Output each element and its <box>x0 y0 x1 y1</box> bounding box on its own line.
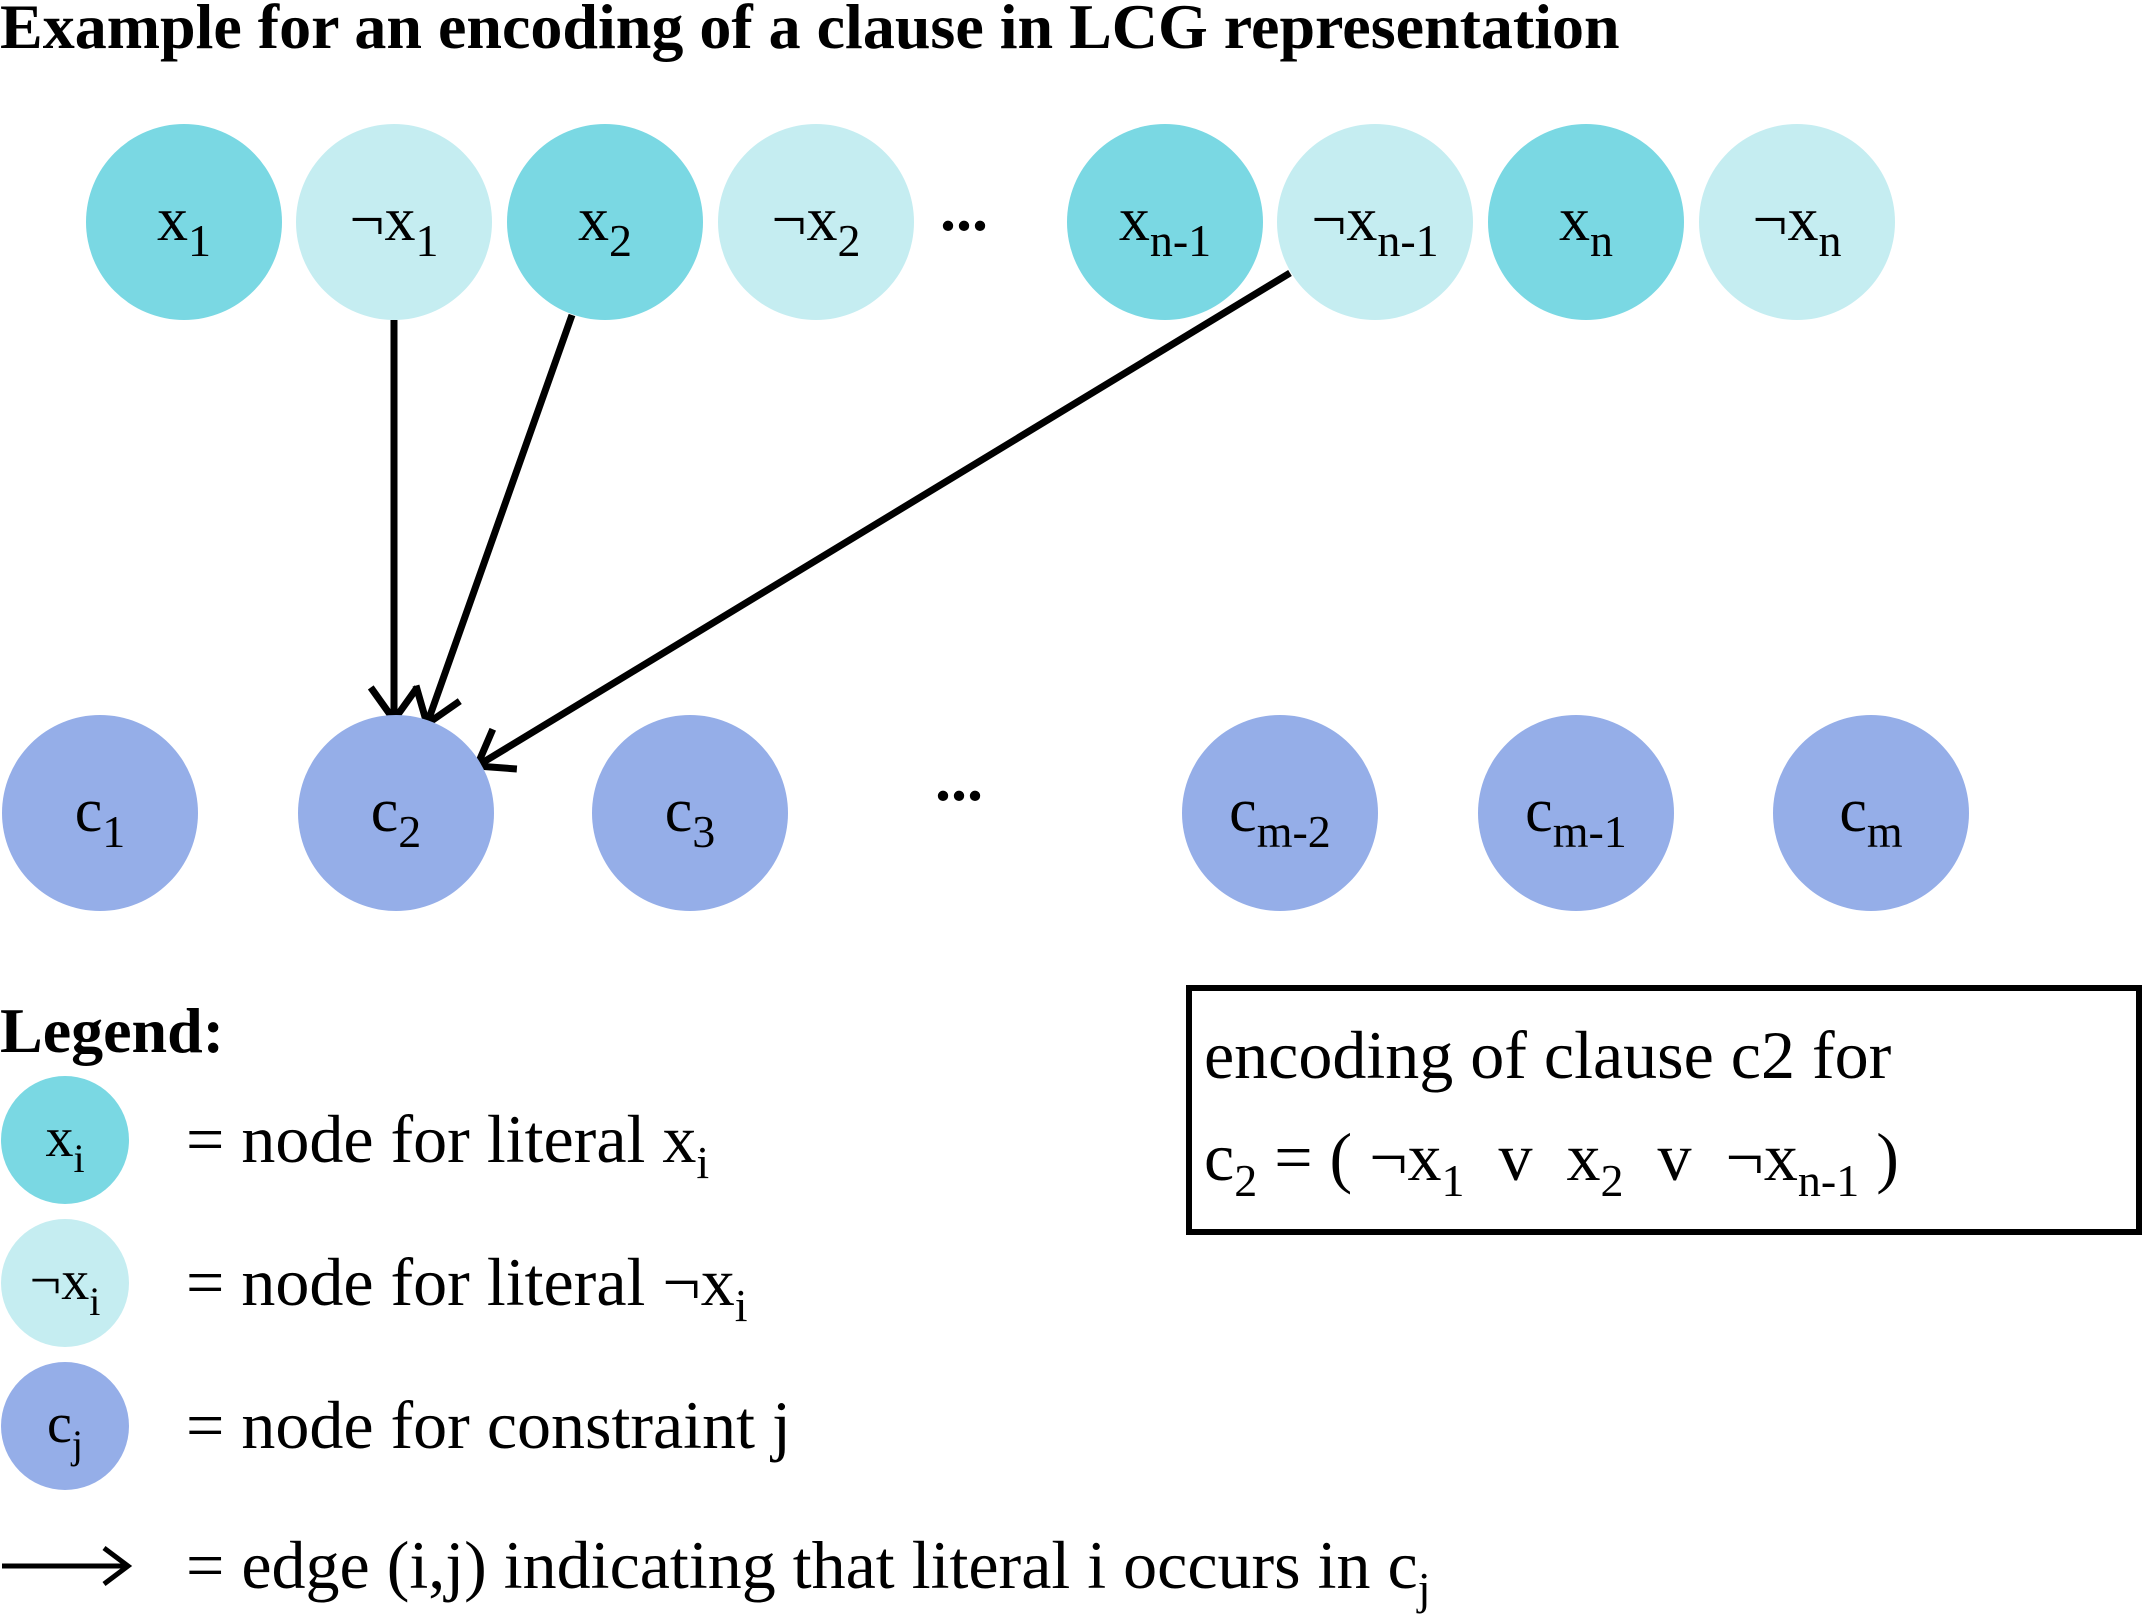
literal-node-x2: x2 <box>507 124 703 320</box>
constraint-node-cm1: cm-1 <box>1478 715 1674 911</box>
constraint-node-label: c3 <box>665 777 716 857</box>
diagram-title: Example for an encoding of a clause in L… <box>0 0 1620 62</box>
constraint-node-c3: c3 <box>592 715 788 911</box>
constraint-node-circle <box>2 715 198 911</box>
literal-node-circle <box>296 124 492 320</box>
literal-node-circle <box>1067 124 1263 320</box>
legend-item-text: = node for literal ¬xi <box>186 1244 748 1331</box>
constraint-node-label: c1 <box>75 777 126 857</box>
literal-node-xn1: xn-1 <box>1067 124 1263 320</box>
literal-node-label: xn <box>1559 186 1613 266</box>
encoding-box-line2: c2 = ( ¬x1 v x2 v ¬xn-1 ) <box>1204 1119 1899 1206</box>
constraint-node-c2: c2 <box>298 715 494 911</box>
constraint-node-cm2: cm-2 <box>1182 715 1378 911</box>
legend-edge-arrowhead <box>102 1546 133 1586</box>
legend-item-1: xi = node for literal xi <box>1 1076 709 1204</box>
edge-line <box>423 313 576 726</box>
literal-node-circle <box>1277 124 1473 320</box>
edge-line <box>475 270 1292 769</box>
edge-x2-c2 <box>412 313 576 730</box>
legend-item-2: ¬xi = node for literal ¬xi <box>1 1219 748 1347</box>
legend-swatch-label: cj <box>47 1393 83 1467</box>
legend-item-text: = node for literal xi <box>186 1101 709 1188</box>
legend-swatch <box>1 1076 129 1204</box>
literal-node-label: ¬x2 <box>772 186 861 266</box>
literal-node-circle <box>86 124 282 320</box>
constraint-node-c1: c1 <box>2 715 198 911</box>
legend-swatch <box>1 1219 129 1347</box>
legend-item-text: = edge (i,j) indicating that literal i o… <box>186 1527 1431 1614</box>
edge-layer <box>367 270 1292 773</box>
literal-node-label: x1 <box>157 186 211 266</box>
literal-node-nxn: ¬xn <box>1699 124 1895 320</box>
legend-swatch <box>1 1362 129 1490</box>
constraint-node-label: cm <box>1839 777 1903 857</box>
constraint-node-label: cm-2 <box>1229 777 1331 857</box>
literal-node-circle <box>1488 124 1684 320</box>
legend-item-text: = node for constraint j <box>186 1387 791 1463</box>
legend: Legend: xi = node for literal xi ¬xi = node… <box>0 995 1431 1614</box>
constraint-node-circle <box>592 715 788 911</box>
literal-node-nxn1: ¬xn-1 <box>1277 124 1473 320</box>
constraint-ellipsis: ... <box>935 743 983 814</box>
constraint-node-label: cm-1 <box>1525 777 1627 857</box>
literal-node-label: ¬xn <box>1753 186 1842 266</box>
encoding-box: encoding of clause c2 for c2 = ( ¬x1 v x… <box>1186 985 2142 1235</box>
literal-node-circle <box>507 124 703 320</box>
literal-node-circle <box>718 124 914 320</box>
literal-node-label: xn-1 <box>1119 186 1211 266</box>
literal-node-label: x2 <box>578 186 632 266</box>
literal-node-xn: xn <box>1488 124 1684 320</box>
edge-nxn1-c2 <box>471 270 1292 773</box>
legend-swatch-label: ¬xi <box>30 1250 101 1324</box>
encoding-box-frame <box>1186 985 2142 1235</box>
constraint-node-row: c1 c2 c3 cm-2 cm-1 cm <box>2 715 1969 911</box>
legend-title: Legend: <box>0 995 224 1066</box>
literal-ellipsis: ... <box>940 173 988 244</box>
constraint-node-circle <box>1478 715 1674 911</box>
constraint-node-circle <box>1182 715 1378 911</box>
literal-node-x1: x1 <box>86 124 282 320</box>
encoding-box-line1: encoding of clause c2 for <box>1204 1017 1892 1093</box>
literal-node-label: ¬x1 <box>350 186 439 266</box>
literal-node-nx1: ¬x1 <box>296 124 492 320</box>
constraint-node-cm: cm <box>1773 715 1969 911</box>
literal-node-circle <box>1699 124 1895 320</box>
legend-item-3: cj = node for constraint j <box>1 1362 791 1490</box>
legend-swatch-label: xi <box>45 1107 84 1181</box>
edge-nx1-c2 <box>367 320 421 727</box>
legend-item-4: = edge (i,j) indicating that literal i o… <box>2 1527 1431 1614</box>
constraint-node-circle <box>298 715 494 911</box>
literal-node-nx2: ¬x2 <box>718 124 914 320</box>
literal-node-label: ¬xn-1 <box>1311 186 1438 266</box>
constraint-node-circle <box>1773 715 1969 911</box>
constraint-node-label: c2 <box>371 777 422 857</box>
literal-node-row: x1 ¬x1 x2 ¬x2 xn-1 ¬xn-1 xn ¬xn <box>86 124 1895 320</box>
